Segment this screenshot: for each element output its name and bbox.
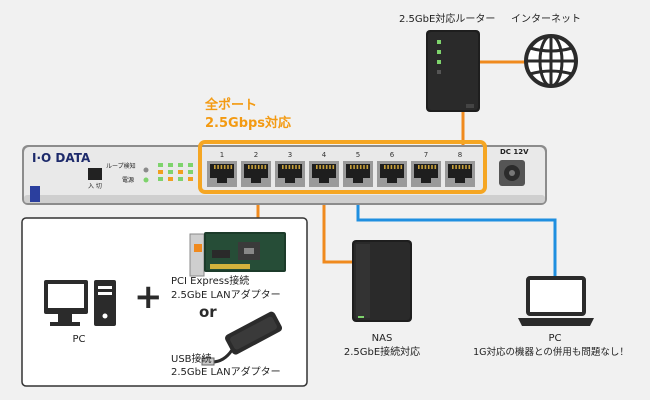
port-number-4: 4 bbox=[322, 151, 327, 159]
or-label: or bbox=[199, 303, 217, 321]
power-label: 電源 bbox=[122, 177, 135, 184]
laptop-icon bbox=[518, 276, 594, 326]
pc-right-label-line2: 1G対応の機器との併用も問題なし！ bbox=[473, 347, 629, 358]
port-number-2: 2 bbox=[254, 151, 258, 159]
ethernet-port-4: 4 bbox=[309, 151, 339, 187]
pc-left-label: PC bbox=[72, 334, 86, 345]
port-number-8: 8 bbox=[458, 151, 462, 159]
ethernet-port-3: 3 bbox=[275, 151, 305, 187]
port-number-6: 6 bbox=[390, 151, 395, 159]
nas-icon bbox=[352, 240, 412, 322]
port-number-3: 3 bbox=[288, 151, 292, 159]
port-number-5: 5 bbox=[356, 151, 360, 159]
pcie-line2: 2.5GbE LANアダプター bbox=[171, 290, 281, 301]
loop-detect-label: ループ検知 bbox=[106, 163, 136, 170]
usb-line1: USB接続 bbox=[171, 354, 212, 365]
loop-led bbox=[143, 167, 149, 173]
port-number-1: 1 bbox=[220, 151, 224, 159]
brand-logo: I·O DATA bbox=[32, 151, 91, 165]
toggle-label: 入 切 bbox=[88, 183, 102, 190]
port-led-grid bbox=[158, 163, 193, 181]
globe-icon bbox=[524, 34, 578, 88]
loop-toggle-switch bbox=[88, 168, 102, 180]
port-row: 1 2 3 4 5 6 7 8 bbox=[207, 151, 475, 187]
nas-label-line2: 2.5GbE接続対応 bbox=[343, 347, 421, 358]
ethernet-port-8: 8 bbox=[445, 151, 475, 187]
ethernet-port-6: 6 bbox=[377, 151, 407, 187]
pcie-card-icon bbox=[189, 232, 286, 277]
dc-label: DC 12V bbox=[500, 148, 529, 156]
pc-right-label-line1: PC bbox=[548, 333, 562, 344]
router-label: 2.5GbE対応ルーター bbox=[399, 14, 496, 25]
pcie-line1: PCI Express接続 bbox=[171, 276, 250, 287]
desktop-pc-icon bbox=[44, 280, 116, 326]
internet-label: インターネット bbox=[511, 14, 581, 25]
plus-symbol: + bbox=[134, 277, 163, 317]
ports-highlight bbox=[198, 140, 487, 194]
ethernet-port-5: 5 bbox=[343, 151, 373, 187]
usb-line2: 2.5GbE LANアダプター bbox=[171, 367, 281, 378]
ethernet-port-1: 1 bbox=[207, 151, 237, 187]
brand-accent bbox=[30, 186, 40, 202]
headline-line2: 2.5Gbps対応 bbox=[205, 116, 292, 131]
router-icon bbox=[426, 30, 480, 112]
ethernet-port-7: 7 bbox=[411, 151, 441, 187]
usb-adapter-icon bbox=[201, 311, 283, 366]
power-led bbox=[143, 177, 149, 183]
nas-label-line1: NAS bbox=[371, 333, 393, 344]
ethernet-port-2: 2 bbox=[241, 151, 271, 187]
port-number-7: 7 bbox=[424, 151, 428, 159]
switch-nas-link bbox=[322, 188, 352, 264]
headline-line1: 全ポート bbox=[205, 98, 258, 113]
